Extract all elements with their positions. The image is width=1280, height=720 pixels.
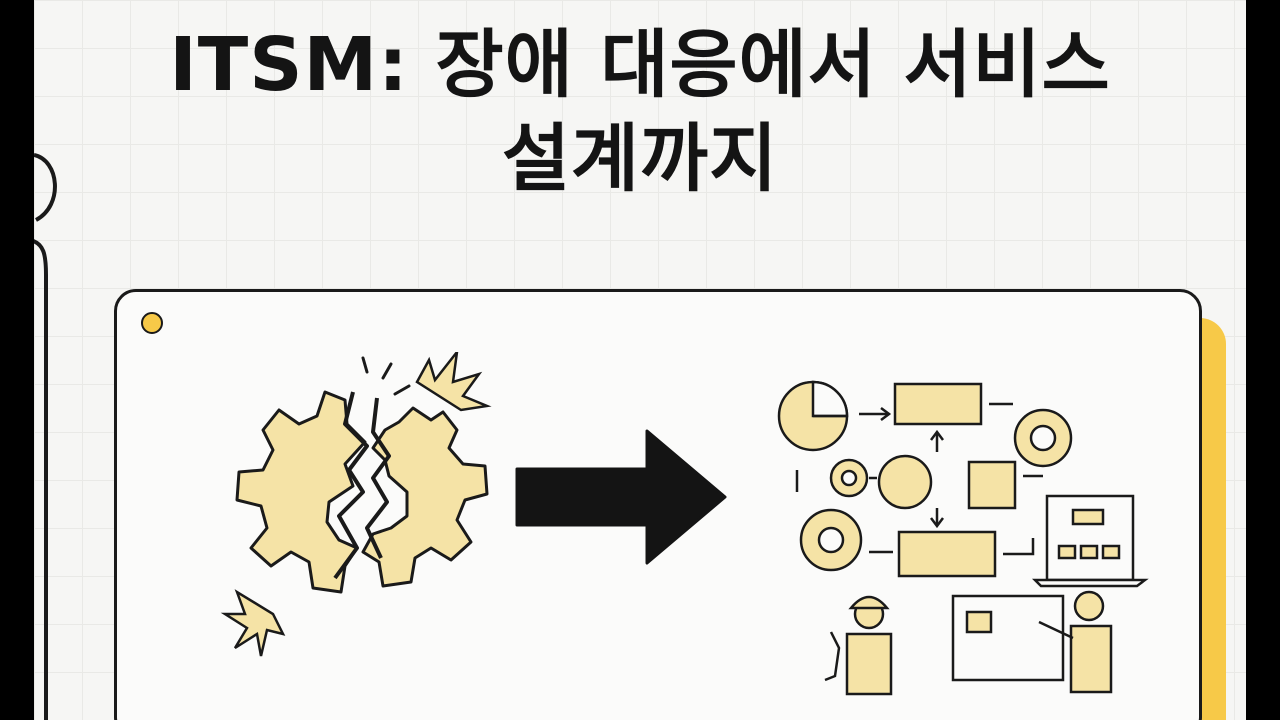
card-dot — [141, 312, 163, 334]
service-design-flow-icon — [777, 380, 1149, 696]
side-bracket-decoration — [34, 153, 57, 720]
right-arrow-icon — [515, 429, 727, 565]
slide-title: ITSM: 장애 대응에서 서비스 설계까지 — [34, 18, 1246, 206]
broken-gear-icon — [220, 352, 492, 657]
title-line-1: ITSM: 장애 대응에서 서비스 — [169, 22, 1111, 108]
title-line-2: 설계까지 — [501, 116, 779, 202]
slide: ITSM: 장애 대응에서 서비스 설계까지 — [34, 0, 1246, 720]
illustration-card — [114, 289, 1202, 720]
